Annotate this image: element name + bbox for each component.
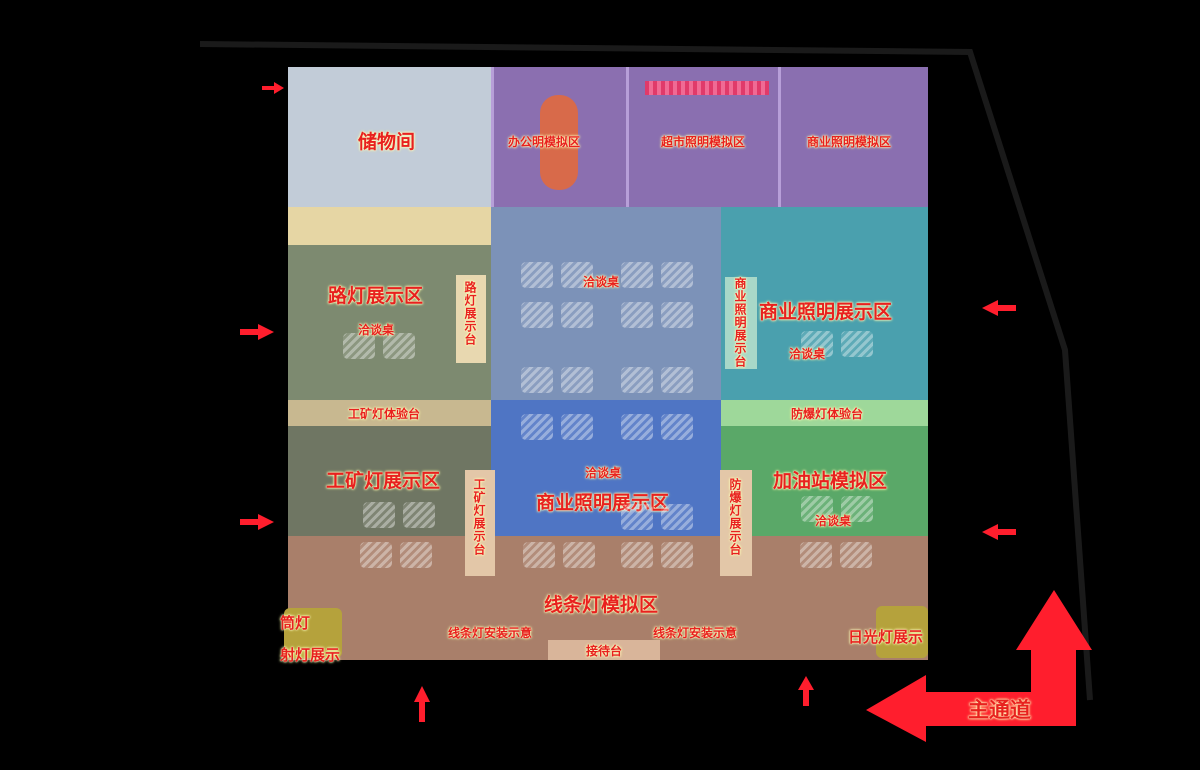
commercial-right-zone: 商业照明展示台 商业照明展示区 洽谈桌	[721, 207, 928, 400]
office-table	[540, 95, 578, 190]
chair	[621, 542, 653, 568]
chair	[801, 331, 833, 357]
center-bottom-zone: 洽谈桌 商业照明展示区	[491, 400, 721, 536]
arrow-icon	[798, 676, 814, 706]
street-lamp-stand-label: 路灯展示台	[463, 281, 477, 346]
commercial-top-label: 商业照明模拟区	[807, 135, 892, 149]
chair	[360, 542, 392, 568]
chair	[661, 367, 693, 393]
linear-label: 线条灯模拟区	[544, 594, 659, 616]
industrial-stand-label: 工矿灯展示台	[472, 478, 486, 556]
commercial-center-label: 商业照明展示区	[536, 492, 670, 514]
main-aisle-arrow-icon	[866, 590, 1092, 742]
reception-desk	[548, 640, 660, 660]
chair	[661, 414, 693, 440]
chair	[523, 542, 555, 568]
street-lamp-label: 路灯展示区	[328, 285, 424, 307]
chair	[403, 502, 435, 528]
arrow-icon	[982, 524, 1016, 540]
chair	[521, 414, 553, 440]
chair	[661, 504, 693, 530]
fluorescent-label: 日光灯展示	[848, 628, 924, 646]
chair	[521, 262, 553, 288]
main-aisle-label: 主通道	[968, 698, 1031, 722]
downlight-label: 筒灯	[280, 614, 311, 632]
storage-label: 储物间	[358, 131, 416, 153]
commercial-top-zone: 商业照明模拟区	[778, 67, 928, 207]
linear-install-right-label: 线条灯安装示意	[653, 626, 738, 640]
linear-install-left-label: 线条灯安装示意	[448, 626, 533, 640]
arrow-icon	[982, 300, 1016, 316]
explosion-stand-label: 防爆灯展示台	[728, 478, 742, 556]
arrow-icon	[240, 324, 274, 340]
industrial-stand: 工矿灯展示台	[465, 470, 495, 576]
gas-station-table-label: 洽谈桌	[815, 514, 852, 528]
street-lamp-table-label: 洽谈桌	[358, 323, 395, 337]
chair	[840, 542, 872, 568]
arrow-icon	[262, 82, 284, 94]
industrial-label: 工矿灯展示区	[326, 470, 441, 492]
chair	[621, 302, 653, 328]
chair	[621, 504, 653, 530]
chair	[661, 302, 693, 328]
chair	[801, 496, 833, 522]
chair	[561, 262, 593, 288]
gas-station-zone: 加油站模拟区 洽谈桌	[721, 426, 928, 536]
chair	[561, 367, 593, 393]
chair	[363, 502, 395, 528]
chair	[343, 333, 375, 359]
street-lamp-zone: 路灯展示区 洽谈桌 路灯展示台	[288, 245, 491, 400]
explosion-test-strip: 防爆灯体验台	[721, 400, 928, 426]
center-bottom-table-label: 洽谈桌	[585, 466, 622, 480]
downlight-panel	[284, 608, 342, 658]
chair	[383, 333, 415, 359]
chair	[621, 262, 653, 288]
industrial-zone: 工矿灯展示区	[288, 426, 491, 536]
arrow-icon	[240, 514, 274, 530]
storage-room: 储物间	[288, 67, 491, 207]
street-lamp-stand: 路灯展示台	[456, 275, 486, 363]
chair	[621, 414, 653, 440]
office-label: 办公明模拟区	[508, 135, 581, 149]
explosion-test-label: 防爆灯体验台	[791, 407, 864, 421]
supermarket-zone: 超市照明模拟区	[626, 67, 778, 207]
chair	[563, 542, 595, 568]
chair	[661, 542, 693, 568]
chair	[621, 367, 653, 393]
industrial-test-label: 工矿灯体验台	[348, 407, 421, 421]
linear-zone: 线条灯模拟区 线条灯安装示意 线条灯安装示意 接待台	[284, 536, 928, 660]
chair	[841, 331, 873, 357]
office-zone: 办公明模拟区	[491, 67, 626, 207]
gas-station-label: 加油站模拟区	[773, 470, 888, 492]
center-top-zone: 洽谈桌	[491, 207, 721, 400]
spotlight-label: 射灯展示	[280, 646, 341, 664]
chair	[661, 262, 693, 288]
chair	[521, 367, 553, 393]
explosion-stand: 防爆灯展示台	[720, 470, 752, 576]
commercial-right-stand-label: 商业照明展示台	[733, 277, 747, 368]
commercial-right-label: 商业照明展示区	[759, 301, 893, 323]
chair	[561, 302, 593, 328]
fluorescent-panel	[876, 606, 928, 658]
chair	[561, 414, 593, 440]
commercial-right-stand: 商业照明展示台	[725, 277, 757, 369]
supermarket-shelf	[645, 81, 769, 95]
commercial-right-table-label: 洽谈桌	[789, 347, 826, 361]
supermarket-label: 超市照明模拟区	[661, 135, 746, 149]
chair	[521, 302, 553, 328]
chair	[400, 542, 432, 568]
chair	[841, 496, 873, 522]
reception-label: 接待台	[586, 644, 623, 658]
center-top-table-label: 洽谈桌	[583, 275, 620, 289]
industrial-test-strip: 工矿灯体验台	[288, 400, 491, 426]
street-lamp-strip	[288, 207, 491, 245]
arrow-icon	[414, 686, 430, 722]
chair	[800, 542, 832, 568]
